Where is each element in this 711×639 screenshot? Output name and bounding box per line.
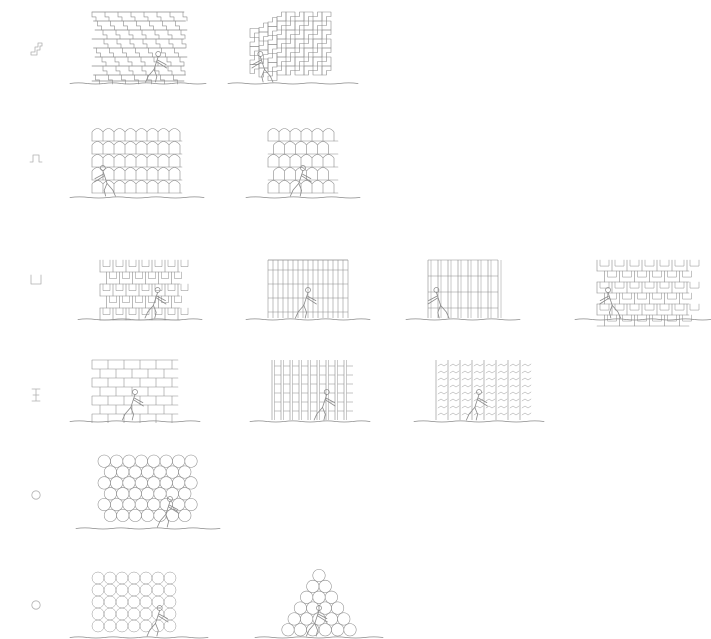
circle-block-icon [32,491,40,499]
row-circle-grid [70,569,383,638]
arch-block-icon [30,155,42,162]
u-block-icon [31,275,41,284]
wall-panel-h-vertical-fine [414,360,544,422]
wall-panel-grid-vertical [406,260,520,320]
row-circle-stack [76,455,220,529]
wall-panel-arches-offset [246,129,360,199]
wall-panel-dense-vertical [246,260,370,320]
step-block-icon [31,43,42,55]
human-figure-icon [306,605,327,636]
wall-panel-u-brick [78,260,202,320]
wall-panel-circles-grid [70,572,208,638]
row-arch-tile [70,129,360,199]
wall-panel-interlock [228,12,358,84]
human-figure-icon [252,51,273,82]
wall-panel-stepped-brick [70,12,206,84]
row-stepped-tile [70,12,358,84]
wall-panel-u-brick-wide [575,260,711,326]
row-h-tile [70,360,544,423]
row-u-tile [78,260,711,326]
wall-panel-circles-pyramid [255,569,383,638]
h-block-icon [32,389,40,401]
human-figure-icon [157,496,178,527]
human-figure-icon [146,51,167,82]
wall-panel-h-vertical [250,360,370,422]
wall-panel-h-brick [70,360,200,423]
human-figure-icon [600,287,621,318]
circle-block-icon [32,601,40,609]
wall-panel-arches [70,129,204,199]
wall-panel-circles-offset [76,455,220,529]
